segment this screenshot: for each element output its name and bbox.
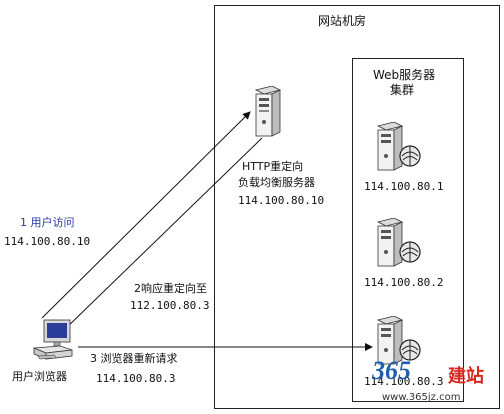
step1-ip: 114.100.80.10 [4,235,91,248]
load-balancer-ip: 114.100.80.10 [238,194,325,207]
user-computer-icon [33,319,73,360]
web-server-ip-3: 114.100.80.3 [364,375,444,388]
step1-label: 1 用户访问 [20,216,75,229]
step2-ip: 112.100.80.3 [130,299,210,312]
web-server-icon-2 [376,218,421,267]
watermark: 365 建站 www.365jz.com [370,354,502,412]
watermark-brand-name: 建站 [448,366,484,387]
web-cluster-box [352,58,464,402]
watermark-digits: 365 [372,356,411,385]
server-room-label: 网站机房 [318,14,367,28]
web-server-ip-1: 114.100.80.1 [364,180,444,193]
request-arrow [41,111,251,319]
redirect-arrow [61,137,263,333]
server-room-box [214,5,500,409]
load-balancer-server-icon [254,86,282,137]
load-balancer-label-line1: HTTP重定向 [242,160,304,173]
step3-ip: 114.100.80.3 [96,372,176,385]
step3-label: 3 浏览器重新请求 [90,352,178,365]
web-cluster-label-line2: 集群 [390,83,415,97]
web-cluster-label-line1: Web服务器 [373,68,436,82]
watermark-url: www.365jz.com [382,392,461,403]
step2-label: 2响应重定向至 [134,282,207,295]
web-server-ip-2: 114.100.80.2 [364,276,444,289]
user-browser-label: 用户浏览器 [12,370,67,383]
load-balancer-label-line2: 负载均衡服务器 [238,176,315,189]
web-server-icon-1 [376,122,421,171]
web-server-icon-3 [376,316,421,365]
